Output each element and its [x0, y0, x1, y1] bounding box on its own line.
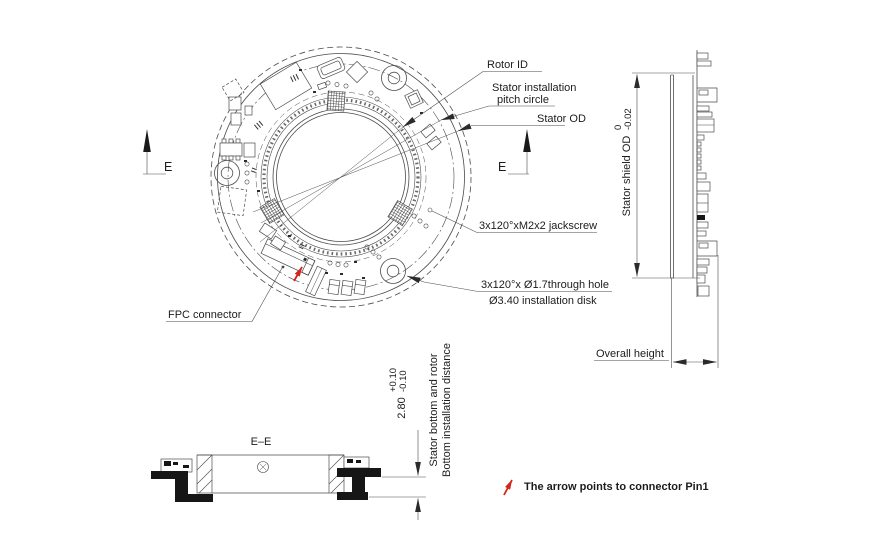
pin1-arrow-icon — [293, 266, 303, 282]
bottom-distance-dimension: 2.80 +0.10 -0.10 Stator bottom and rotor… — [369, 343, 453, 520]
distance-tol-lower: -0.10 — [398, 370, 409, 392]
distance-tol-upper: +0.10 — [388, 368, 399, 392]
qfn-ic — [404, 89, 424, 109]
sot23-ic — [219, 138, 256, 161]
fpc-connector-part — [260, 238, 316, 276]
overall-height-label: Overall height — [596, 348, 664, 360]
section-left-connector — [151, 458, 213, 502]
callouts: Rotor ID Stator installation pitch circl… — [166, 59, 612, 322]
rotor-scallop-ring — [262, 98, 420, 256]
section-view-ee: E–E — [151, 343, 453, 520]
stator-od-circle — [217, 53, 465, 301]
dashed-keepout-left — [216, 185, 248, 217]
side-view-components — [696, 52, 718, 297]
shield-od-dimension: Stator shield OD 0 -0.02 — [613, 72, 700, 279]
rotor-id-circle-inner — [276, 112, 406, 242]
pin1-note-text: The arrow points to connector Pin1 — [524, 481, 709, 493]
through-hole-label: 3x120°x Ø1.7through hole — [481, 279, 609, 291]
section-title: E–E — [251, 436, 272, 448]
section-cut-marker-left: E — [143, 129, 172, 175]
pcb-components — [216, 57, 442, 297]
jackscrew-label: 3x120°xM2x2 jackscrew — [479, 220, 597, 232]
section-cut-marker-right: E — [498, 129, 531, 175]
distance-note-line1: Stator bottom and rotor — [428, 353, 440, 466]
pin1-note-arrow-icon — [503, 479, 513, 496]
through-holes — [214, 65, 407, 284]
section-marker-e-left: E — [164, 160, 172, 174]
pitch-circle-label-line1: Stator installation — [492, 82, 576, 94]
fpc-connector-label: FPC connector — [168, 309, 242, 321]
silkscreen-marks — [244, 69, 423, 279]
pitch-circle-label-line2: pitch circle — [497, 94, 549, 106]
pin1-footnote: The arrow points to connector Pin1 — [503, 479, 709, 496]
section-right-bracket — [337, 456, 381, 500]
leader-construction-lines — [252, 119, 459, 243]
shield-od-dim-label: Stator shield OD — [621, 136, 633, 217]
stator-shield-od-circle — [210, 46, 472, 308]
testpoint-clusters — [244, 80, 429, 268]
rotor-id-label: Rotor ID — [487, 59, 528, 71]
overall-height-dimension: Overall height — [594, 255, 719, 368]
shield-od-tol-lower: -0.02 — [623, 108, 634, 130]
installation-disk-label: Ø3.40 installation disk — [489, 295, 597, 307]
jackscrew-pads — [259, 90, 413, 226]
top-view-pcb-ring — [210, 46, 472, 308]
section-marker-e-right: E — [498, 160, 506, 174]
side-view: Stator shield OD 0 -0.02 Overall height — [594, 50, 719, 368]
shield-od-tol-upper: 0 — [613, 125, 624, 130]
distance-note-line2: Bottom installation distance — [441, 343, 453, 477]
distance-value: 2.80 — [396, 397, 408, 418]
stator-od-label: Stator OD — [537, 113, 586, 125]
